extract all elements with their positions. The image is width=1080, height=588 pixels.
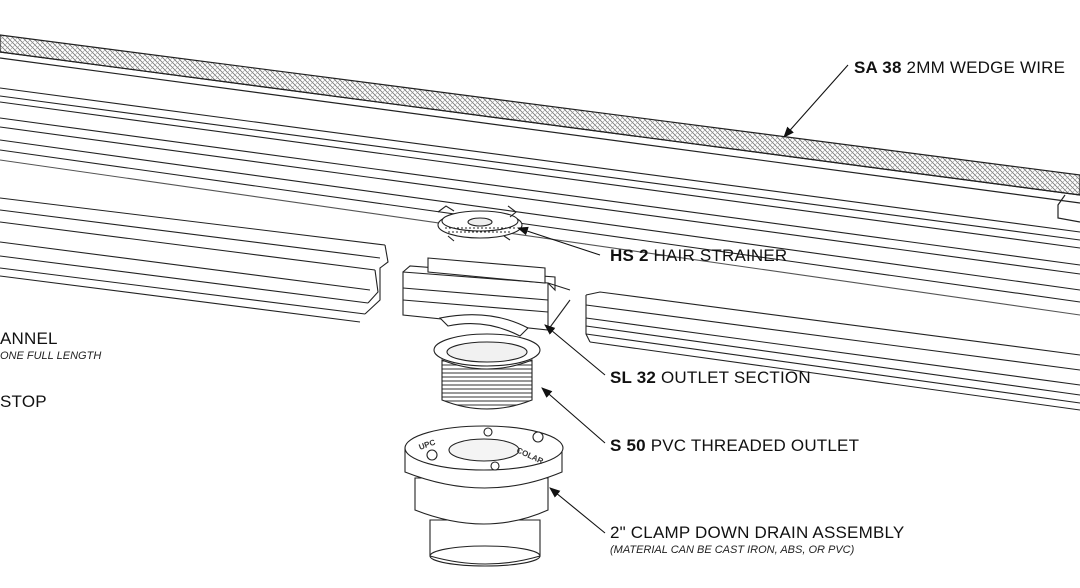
label-channel-note: ONE FULL LENGTH xyxy=(0,350,102,362)
label-hair-strainer: HS 2 HAIR STRAINER xyxy=(610,246,787,266)
threaded-outlet xyxy=(433,333,541,410)
label-hair-strainer-text: HAIR STRAINER xyxy=(648,246,788,265)
label-threaded-outlet-text: PVC THREADED OUTLET xyxy=(645,436,860,455)
label-outlet-section: SL 32 OUTLET SECTION xyxy=(610,368,811,388)
label-drain-assembly-note: (MATERIAL CAN BE CAST IRON, ABS, OR PVC) xyxy=(610,544,855,556)
label-drain-assembly: 2" CLAMP DOWN DRAIN ASSEMBLY xyxy=(610,523,905,542)
label-threaded-outlet-code: S 50 xyxy=(610,436,646,455)
leader-drain-assembly xyxy=(549,487,606,534)
label-channel: ANNEL xyxy=(0,329,58,348)
label-wedge-wire: SA 38 2MM WEDGE WIRE xyxy=(854,58,1065,78)
label-wedge-wire-code: SA 38 xyxy=(854,58,902,77)
leader-hair-strainer xyxy=(516,226,601,256)
clamp-down-drain-assembly xyxy=(404,425,564,567)
hair-strainer xyxy=(437,205,523,242)
outlet-section xyxy=(402,257,571,337)
label-threaded-outlet: S 50 PVC THREADED OUTLET xyxy=(610,436,859,456)
right-channel-segment xyxy=(585,291,1080,411)
leader-lines xyxy=(516,64,849,534)
label-end-stop: STOP xyxy=(0,392,47,411)
leader-outlet-section xyxy=(544,324,606,376)
left-channel-segment xyxy=(0,197,389,323)
leader-threaded-outlet xyxy=(541,387,606,444)
label-outlet-section-text: OUTLET SECTION xyxy=(656,368,811,387)
label-wedge-wire-text: 2MM WEDGE WIRE xyxy=(901,58,1066,77)
drain-channel-body xyxy=(0,87,1080,316)
label-hair-strainer-code: HS 2 xyxy=(610,246,649,265)
wedge-wire-grate xyxy=(0,34,1080,223)
leader-wedge-wire xyxy=(783,64,849,138)
label-outlet-section-code: SL 32 xyxy=(610,368,657,387)
